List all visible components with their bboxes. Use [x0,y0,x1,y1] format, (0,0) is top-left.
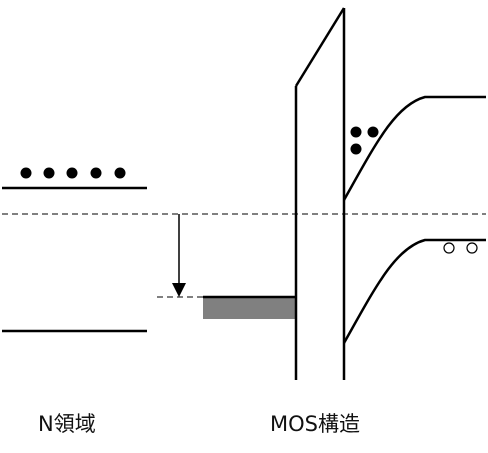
electron [66,167,78,179]
electron [350,143,362,155]
mos-electrons [350,126,379,155]
mos-holes [443,242,478,254]
metal-filled-band [203,297,296,319]
semiconductor-valence-band [342,238,486,344]
shift-arrow-head [172,283,186,297]
oxide-top-slope [294,7,346,87]
hole [466,242,478,254]
mos-structure-label: MOS構造 [270,412,360,436]
hole [443,242,455,254]
oxide-barrier [294,7,346,380]
electron [43,167,55,179]
electron [350,126,362,138]
electron [20,167,32,179]
electron [90,167,102,179]
n-region-label: N領域 [38,412,96,436]
n-region-electrons [20,167,126,179]
semiconductor-conduction-band [342,95,486,201]
electron [367,126,379,138]
electron [114,167,126,179]
